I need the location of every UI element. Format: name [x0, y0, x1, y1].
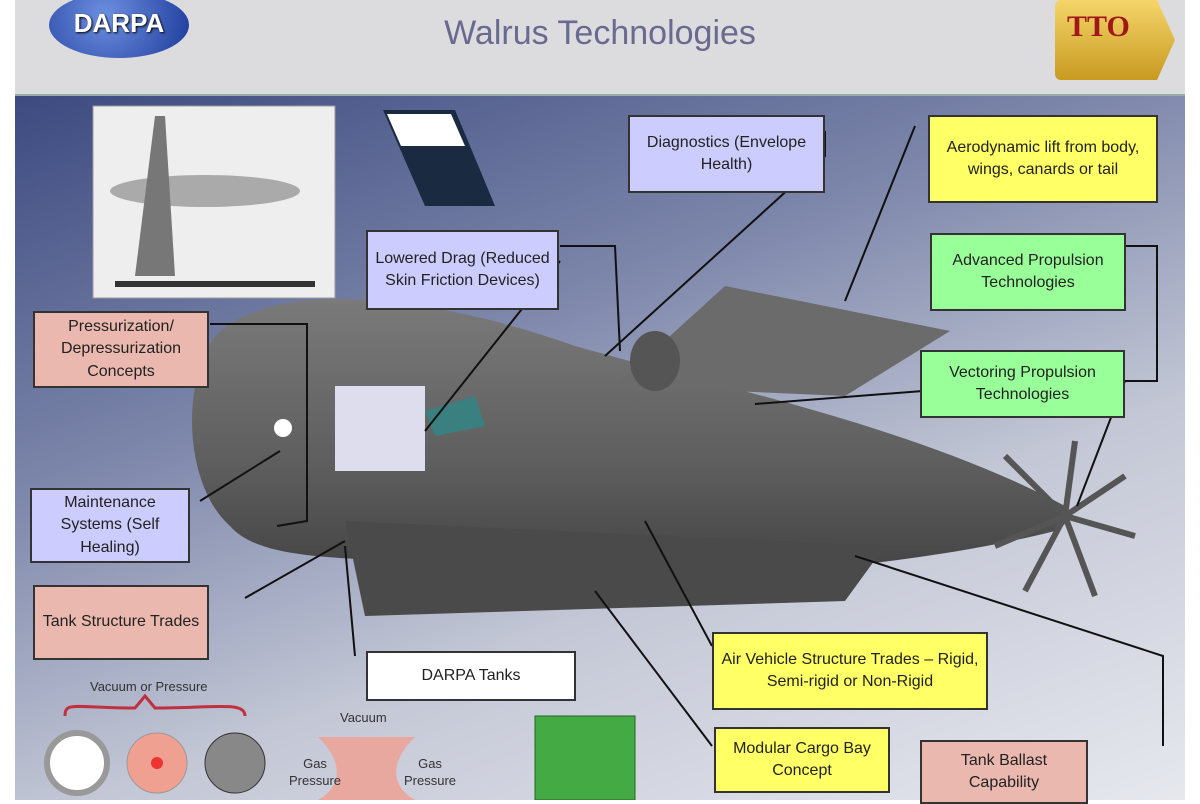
- tto-logo: TTO: [1055, 0, 1175, 80]
- brace: [63, 693, 247, 717]
- cargo-module-icon: [534, 715, 636, 800]
- foam-tank-icon: [204, 732, 266, 794]
- callout-advanced-propulsion: Advanced Propulsion Technologies: [930, 233, 1126, 311]
- airship-illustration: [44, 105, 1164, 800]
- leader-lines: [199, 125, 1164, 747]
- callout-tank-structure: Tank Structure Trades: [33, 585, 209, 660]
- callout-maintenance: Maintenance Systems (Self Healing): [30, 488, 190, 563]
- vacuum-or-pressure-label: Vacuum or Pressure: [90, 679, 208, 694]
- engine-nacelle: [630, 331, 680, 391]
- callout-air-vehicle: Air Vehicle Structure Trades – Rigid, Se…: [712, 632, 988, 710]
- diagram-area: Vacuum or Pressure Vacuum Gas Pressure G…: [15, 96, 1185, 804]
- callout-modular-cargo: Modular Cargo Bay Concept: [714, 727, 890, 793]
- callout-aero-lift: Aerodynamic lift from body, wings, canar…: [928, 115, 1158, 203]
- callout-lowered-drag: Lowered Drag (Reduced Skin Friction Devi…: [366, 230, 559, 310]
- callout-diagnostics: Diagnostics (Envelope Health): [628, 115, 825, 193]
- vacuum-panel-icon: [318, 737, 415, 800]
- callout-pressurization: Pressurization/ Depressurization Concept…: [33, 311, 209, 388]
- cargo-bay: [345, 521, 885, 616]
- gas-pressure-right-label: Gas Pressure: [403, 756, 457, 788]
- slide-header: DARPA Walrus Technologies TTO: [15, 0, 1185, 96]
- slide-title: Walrus Technologies: [444, 14, 756, 52]
- gas-pressure-left-label: Gas Pressure: [288, 756, 342, 788]
- damage-burst-icon: [274, 419, 292, 437]
- callout-darpa-tanks: DARPA Tanks: [366, 651, 576, 701]
- hollow-tank-icon: [44, 730, 110, 796]
- wing: [615, 286, 950, 396]
- propeller-icon: [993, 440, 1136, 598]
- vacuum-label: Vacuum: [340, 710, 387, 725]
- darpa-logo: DARPA: [49, 0, 189, 58]
- callout-vectoring: Vectoring Propulsion Technologies: [920, 350, 1125, 418]
- callout-tank-ballast: Tank Ballast Capability: [920, 740, 1088, 804]
- airship-hull: [192, 298, 1070, 574]
- skin-inset-image: [335, 386, 425, 471]
